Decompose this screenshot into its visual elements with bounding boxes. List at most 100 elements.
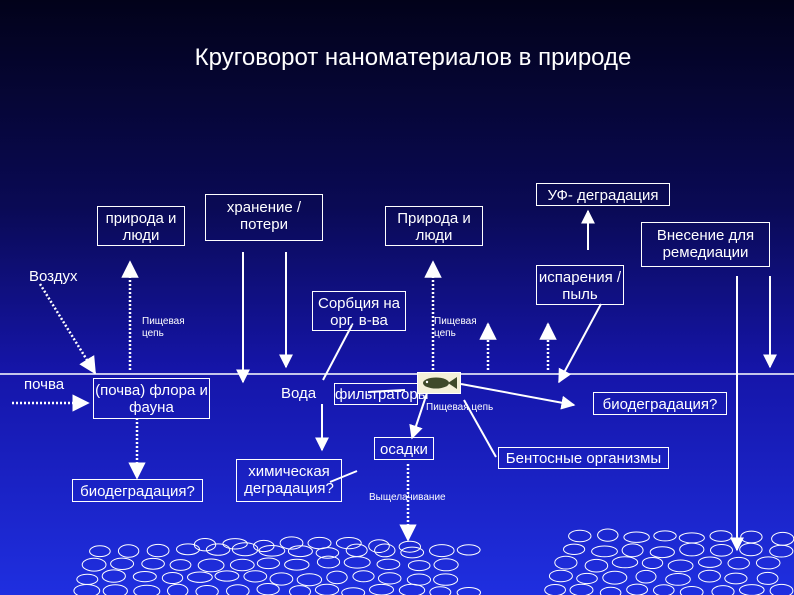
pebble (195, 585, 219, 595)
pebble (711, 585, 735, 595)
leaching-label: Выщелачивание (369, 492, 446, 503)
pebble (187, 571, 213, 583)
line-chemical (329, 470, 358, 483)
flora-fauna-box: (почва) флора и фауна (93, 378, 210, 419)
pebble (548, 569, 573, 583)
pebble (374, 543, 396, 558)
pebble (740, 530, 763, 544)
nature-people-box-1: природа и люди (97, 206, 185, 246)
food-chain-label-3: Пищевая цепь (426, 402, 494, 413)
water-label: Вода (281, 385, 317, 402)
fish-tail (448, 377, 457, 389)
pebble (176, 543, 200, 556)
pebble (345, 543, 368, 557)
pebble (429, 586, 452, 595)
pebble (769, 583, 794, 595)
uv-degradation-box: УФ- деградация (536, 183, 670, 206)
pebble (369, 583, 394, 595)
pebble (667, 559, 694, 573)
pebble (296, 573, 323, 587)
pebble (226, 584, 250, 595)
pebble (635, 569, 657, 584)
pebble (256, 583, 280, 595)
pebble (591, 545, 618, 558)
sorption-box: Сорбция на орг. в-ва (312, 291, 406, 331)
pebble (214, 570, 240, 582)
fish-icon (417, 372, 461, 394)
arrow-air-soil (38, 283, 97, 375)
pebble (584, 558, 609, 573)
pebble (335, 537, 362, 550)
storage-box: хранение /потери (205, 194, 323, 241)
page-title: Круговорот наноматериалов в природе (194, 44, 632, 71)
arrow-evaporation-down (558, 303, 602, 384)
pebble (456, 544, 481, 556)
pebble (623, 531, 650, 543)
pebble (197, 558, 225, 573)
pebble (563, 543, 586, 555)
pebble (621, 543, 644, 558)
pebble (599, 586, 622, 595)
pebble (256, 557, 280, 570)
soil-label: почва (24, 376, 65, 393)
pebble (269, 572, 294, 586)
pebble (132, 571, 157, 583)
chemical-degradation-box: химическая деградация? (236, 459, 342, 502)
pebble (377, 572, 402, 585)
nature-people-box-2: Природа и люди (385, 206, 483, 246)
pebble (649, 546, 675, 559)
pebble (146, 543, 170, 558)
pebble (341, 587, 366, 595)
pebble (279, 536, 304, 550)
pebble (602, 570, 628, 585)
pebble (727, 556, 750, 570)
pebble (398, 583, 426, 595)
pebble (89, 545, 111, 558)
pebble (398, 540, 421, 553)
pebble (316, 555, 341, 569)
filtrators-box: фильтраторы (334, 383, 429, 405)
line-fish-filtrators (367, 389, 406, 393)
food-chain-label-2: Пищевая цепь (434, 316, 477, 339)
pebble (243, 570, 268, 583)
benthos-box: Бентосные организмы (498, 447, 669, 469)
pebble (611, 556, 639, 569)
biodegradation-right-box: биодеградация? (593, 392, 727, 415)
pebble (368, 539, 390, 553)
pebble (376, 558, 401, 570)
pebble (665, 573, 691, 586)
pebble (756, 571, 779, 585)
arrow-fish-biodeg (460, 383, 576, 410)
pebble (678, 532, 705, 544)
evaporation-box: испарения /пыль (536, 265, 624, 305)
pebble (769, 544, 794, 558)
fish-body (423, 377, 449, 389)
pebble (205, 543, 231, 556)
pebble (771, 531, 794, 546)
pebble (724, 572, 748, 585)
pebble (569, 583, 594, 595)
pebble (433, 573, 459, 586)
pebble (576, 572, 598, 585)
pebble (710, 544, 733, 557)
pebble (314, 583, 340, 595)
pebble (400, 546, 425, 559)
pebble (253, 539, 275, 553)
pebble (73, 584, 101, 595)
pebble (101, 569, 126, 583)
pebble (117, 544, 140, 558)
pebble (110, 557, 135, 570)
sediments-box: осадки (374, 437, 434, 460)
pebble (133, 584, 161, 595)
line-fish-benthos (463, 399, 497, 458)
pebble (456, 587, 481, 595)
food-chain-label-1: Пищевая цепь (142, 316, 185, 339)
pebble (81, 557, 107, 572)
pebble (169, 559, 192, 571)
pebble (653, 530, 677, 542)
pebble (679, 542, 705, 557)
pebble (193, 538, 217, 552)
pebble (326, 570, 348, 585)
